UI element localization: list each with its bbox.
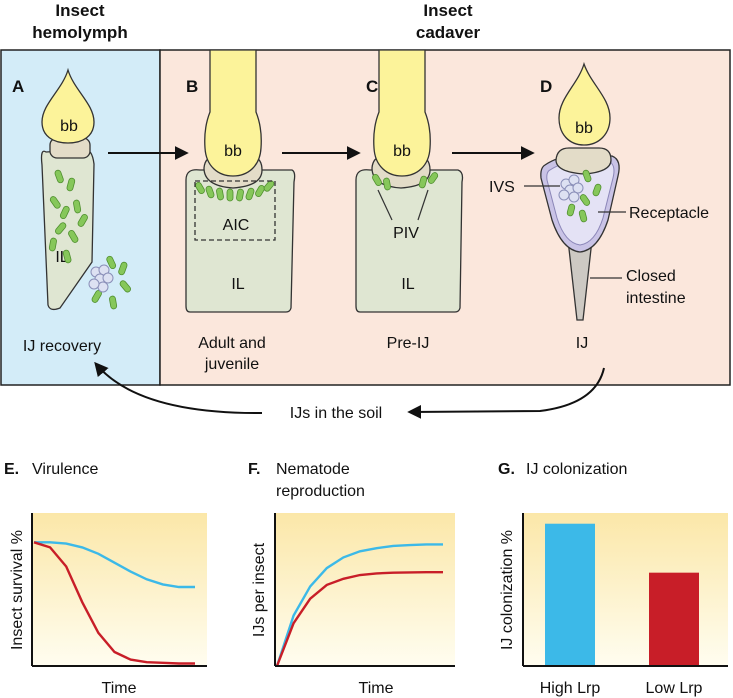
panel-a-letter: A (12, 77, 24, 96)
panel-b-bulb (204, 49, 262, 177)
arrow-soil-to-a (94, 361, 263, 415)
panel-c-bb-label: bb (393, 143, 411, 160)
plot-e-x-label: Time (102, 680, 137, 697)
plot-g: G. IJ colonization High Lrp Low Lrp IJ c… (498, 461, 728, 697)
panel-b-body (185, 169, 296, 313)
panel-b: B bb AIC IL Adult and juvenile (185, 49, 296, 373)
panel-b-bb-label: bb (224, 143, 242, 160)
plot-g-bar-low-lrp (649, 572, 699, 666)
plot-e-y-label: Insect survival % (9, 530, 26, 650)
plot-f-y-label: IJs per insect (251, 542, 268, 637)
plot-g-tick-low-lrp: Low Lrp (646, 680, 703, 697)
plot-f-line-high (275, 543, 443, 667)
panel-c-piv-line-left (377, 189, 393, 221)
panel-d-collar (555, 147, 612, 175)
plot-g-title: IJ colonization (526, 461, 627, 478)
arrow-d-to-soil (407, 367, 605, 419)
panel-c-piv-label: PIV (393, 225, 419, 242)
plot-e-letter: E. (4, 461, 19, 478)
plot-g-y-label: IJ colonization % (499, 530, 516, 650)
plot-f-x-label: Time (359, 680, 394, 697)
panel-a-bacteria (48, 169, 131, 310)
panel-c-body (355, 169, 464, 313)
plot-f-title-line2: reproduction (276, 483, 365, 500)
plot-e-background (32, 513, 207, 666)
plot-f: F. Nematode reproduction Time IJs per in… (248, 461, 455, 697)
plot-e-title: Virulence (32, 461, 99, 478)
panel-d-ivs-label: IVS (489, 179, 515, 196)
panel-a: A bb IL IJ recovery (12, 67, 131, 355)
panel-d-cell-cluster (558, 174, 584, 203)
panel-b-aic-label: AIC (223, 217, 250, 234)
panel-b-caption-line1: Adult and (198, 335, 266, 352)
panel-a-cell-cluster (88, 264, 114, 293)
header-hemolymph-line2: hemolymph (32, 23, 127, 42)
panel-c: C bb PIV IL Pre-IJ (355, 49, 464, 352)
plot-e-line-high (34, 541, 195, 589)
plot-f-letter: F. (248, 461, 260, 478)
panel-d-bacteria (566, 169, 602, 223)
panel-d-bulb (558, 61, 611, 146)
plot-g-bar-high-lrp (545, 523, 595, 666)
plot-g-letter: G. (498, 461, 515, 478)
cycle-label: IJs in the soil (290, 405, 382, 422)
plot-e: E. Virulence Time Insect survival % (4, 461, 207, 697)
header-cadaver-line2: cadaver (416, 23, 481, 42)
panel-c-piv-line-right (417, 189, 429, 221)
plot-f-title-line1: Nematode (276, 461, 350, 478)
panel-b-caption-line2: juvenile (204, 356, 259, 373)
panel-b-il-label: IL (231, 276, 244, 293)
plot-g-tick-high-lrp: High Lrp (540, 680, 601, 697)
panel-d: D bb IVS Receptacle Closed intestine IJ (489, 61, 709, 352)
panel-c-letter: C (366, 77, 378, 96)
panel-c-caption: Pre-IJ (387, 335, 430, 352)
panel-d-intestine-line2: intestine (626, 290, 686, 307)
panel-b-aic-box (194, 180, 276, 241)
panel-d-letter: D (540, 77, 552, 96)
panel-c-bulb (373, 49, 431, 177)
panel-b-letter: B (186, 77, 198, 96)
header-cadaver-line1: Insect (423, 1, 472, 20)
panel-d-receptacle-label: Receptacle (629, 205, 709, 222)
plot-e-line-low (33, 541, 195, 665)
panel-b-bacteria (195, 180, 275, 202)
plot-f-line-low (275, 571, 443, 667)
panel-c-il-label: IL (401, 276, 414, 293)
panel-a-bulb (41, 67, 95, 144)
panel-c-bacteria (372, 172, 439, 191)
flow-arrows (94, 146, 605, 419)
panel-a-caption: IJ recovery (23, 338, 101, 355)
panel-d-bb-label: bb (575, 120, 593, 137)
plot-f-background (275, 513, 455, 666)
panel-d-intestine-line1: Closed (626, 268, 676, 285)
panel-d-caption: IJ (576, 335, 588, 352)
panel-a-bb-label: bb (60, 118, 78, 135)
header-hemolymph-line1: Insect (55, 1, 104, 20)
